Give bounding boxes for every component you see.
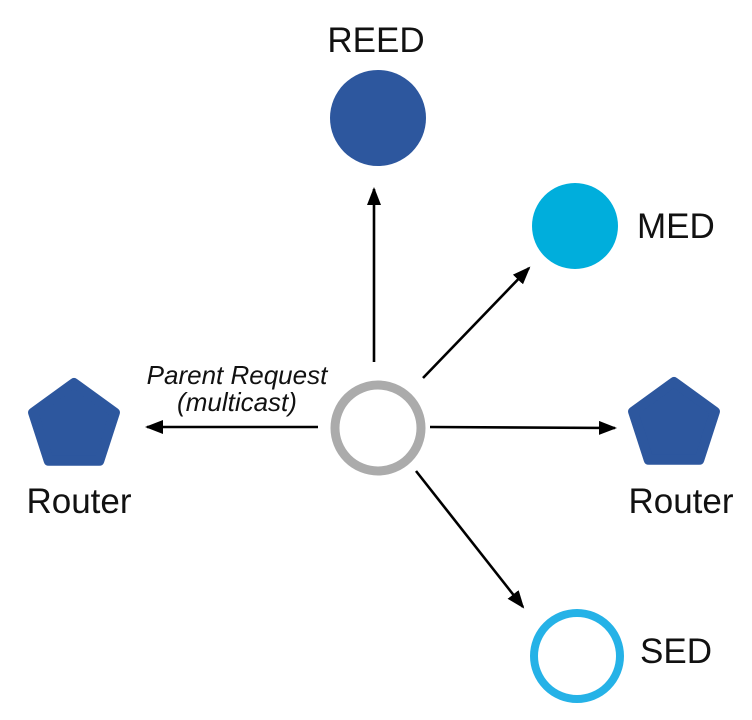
med-node: [532, 183, 618, 269]
sed-label: SED: [640, 632, 712, 671]
reed-label: REED: [327, 21, 424, 60]
med-label: MED: [637, 207, 715, 246]
multicast-arrows: [145, 187, 617, 609]
arrow-to-router-right: [429, 420, 617, 435]
parent-requester-node: [330, 380, 426, 476]
parent-request-annotation: Parent Request (multicast): [147, 360, 329, 417]
annotation-line2: (multicast): [177, 387, 297, 417]
router-left-node: [28, 378, 120, 466]
sed-node: [530, 609, 624, 703]
router-left-label: Router: [26, 482, 131, 521]
router-right-label: Router: [628, 482, 733, 521]
router-right-node: [628, 377, 720, 465]
arrow-to-med: [422, 266, 531, 379]
reed-node: [330, 70, 426, 166]
annotation-line1: Parent Request: [147, 360, 329, 390]
arrow-to-sed: [414, 470, 525, 609]
